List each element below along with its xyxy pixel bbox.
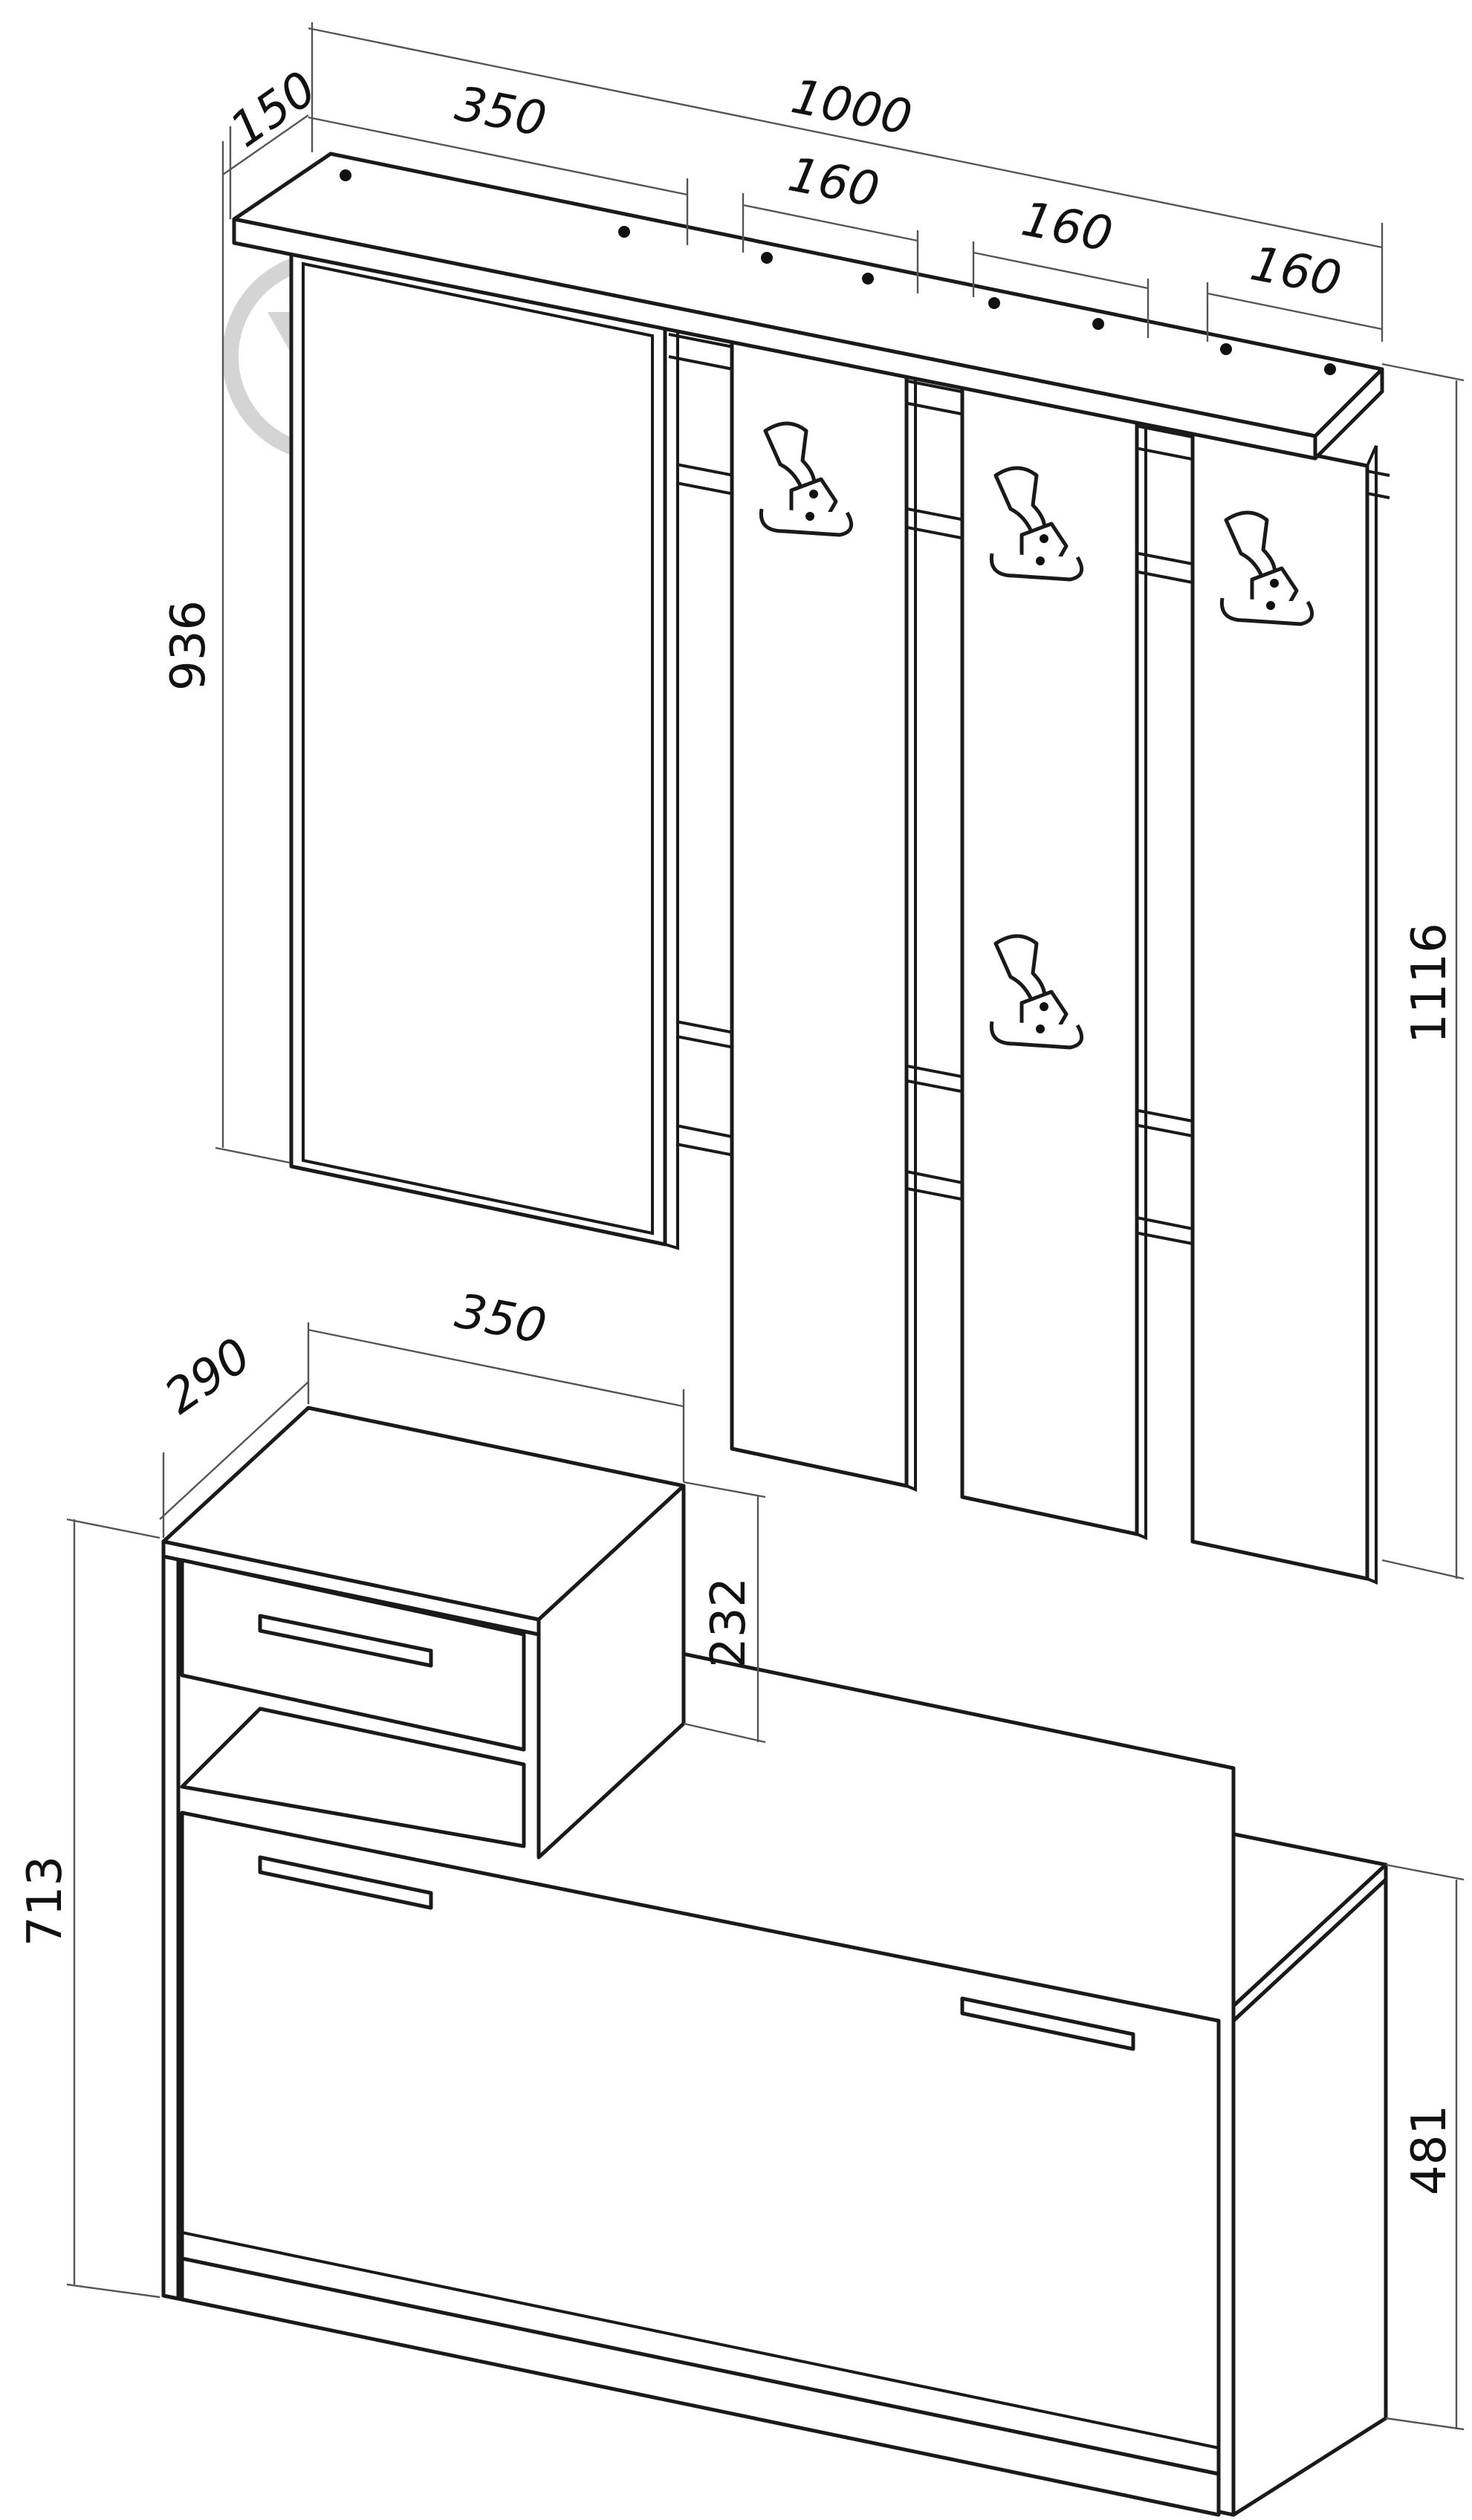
dimension-lines xyxy=(66,22,1465,2431)
mirror xyxy=(289,247,679,1250)
coat-hook-icon xyxy=(989,466,1084,582)
dim-bench-total-height: 713 xyxy=(18,1856,73,1946)
drawer-handle xyxy=(258,1855,433,1910)
top-shelf xyxy=(232,152,1384,461)
coat-hook-icon xyxy=(1219,510,1314,626)
wall-rack xyxy=(232,152,1390,1585)
dim-total-width: 1000 xyxy=(787,69,916,146)
dim-cabinet-depth: 290 xyxy=(155,1328,262,1425)
drawer-handle xyxy=(960,1996,1135,2051)
coat-hook-icon xyxy=(989,934,1084,1050)
top-cabinet xyxy=(161,1406,686,1860)
dim-mirror-height: 936 xyxy=(161,600,216,691)
dim-cabinet-height: 232 xyxy=(701,1577,756,1668)
shoe-bench xyxy=(161,1406,1388,2517)
drawer-handle xyxy=(258,1614,433,1668)
dim-rack-height: 1116 xyxy=(1402,923,1457,1044)
dim-cabinet-width: 350 xyxy=(451,1284,551,1355)
dim-panel-spacing-1: 160 xyxy=(784,147,883,218)
dim-panel-spacing-2: 160 xyxy=(1017,192,1117,263)
coat-hook-icon xyxy=(759,421,854,537)
dim-depth-top: 150 xyxy=(221,61,327,158)
dim-panel-spacing-3: 160 xyxy=(1246,236,1346,308)
plinth xyxy=(180,2256,1221,2517)
cabinet-drawer-front xyxy=(180,1558,526,1752)
dim-mirror-width-top: 350 xyxy=(451,77,551,148)
dim-bench-height: 481 xyxy=(1402,2105,1457,2195)
